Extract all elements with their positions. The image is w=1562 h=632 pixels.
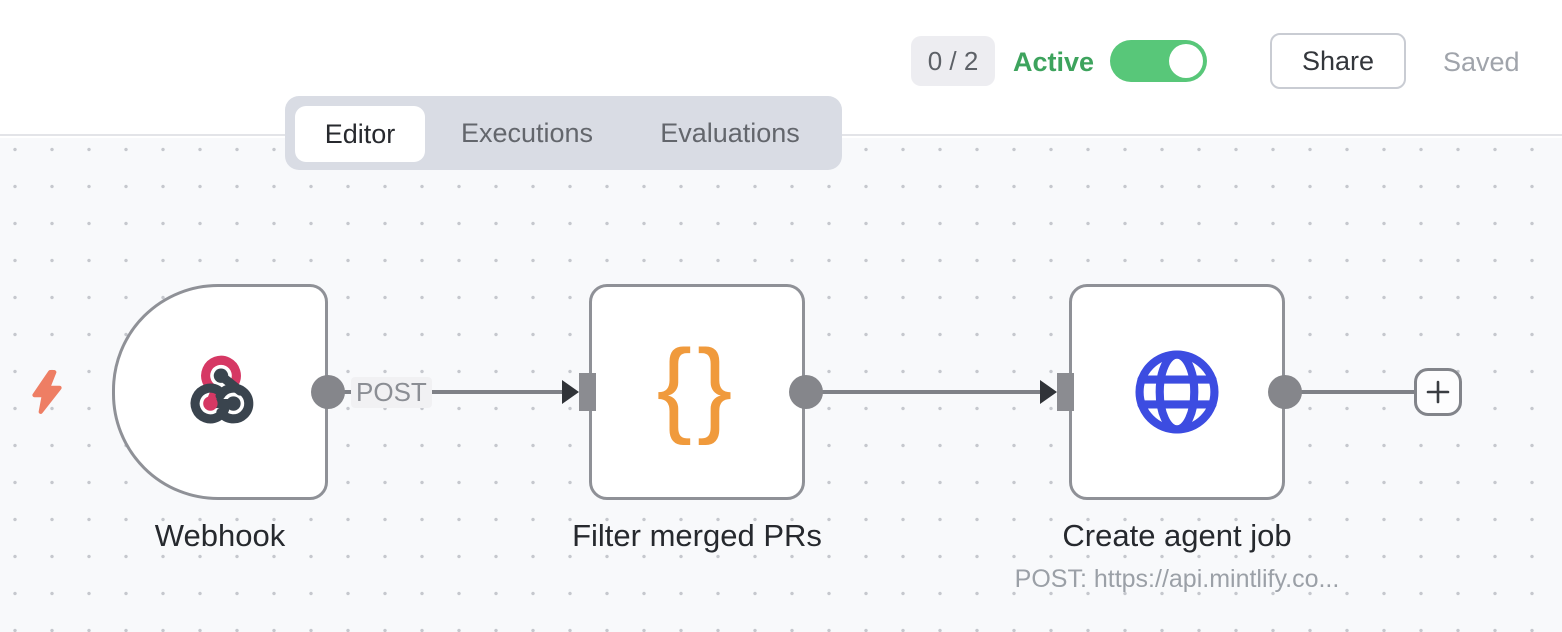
agent-input-arrow-icon bbox=[1040, 380, 1057, 404]
share-button[interactable]: Share bbox=[1270, 33, 1406, 89]
execution-counter-badge: 0 / 2 bbox=[911, 36, 995, 86]
tab-editor[interactable]: Editor bbox=[295, 106, 425, 162]
node-subtitle-agent: POST: https://api.mintlify.co... bbox=[1014, 565, 1340, 593]
active-toggle[interactable] bbox=[1110, 40, 1207, 82]
lightning-bolt-icon bbox=[32, 370, 62, 414]
filter-output-port[interactable] bbox=[789, 375, 823, 409]
connection-method-label: POST bbox=[351, 377, 432, 408]
webhook-output-port[interactable] bbox=[311, 375, 345, 409]
node-label-agent: Create agent job bbox=[1062, 518, 1292, 553]
add-node-button[interactable] bbox=[1414, 368, 1462, 416]
node-filter-merged-prs[interactable]: {} bbox=[589, 284, 805, 500]
connection-agent-to-add[interactable] bbox=[1300, 390, 1416, 394]
saved-status-text: Saved bbox=[1443, 47, 1520, 77]
plus-icon bbox=[1426, 380, 1450, 404]
filter-input-arrow-icon bbox=[562, 380, 579, 404]
node-webhook[interactable] bbox=[112, 284, 328, 500]
node-create-agent-job[interactable] bbox=[1069, 284, 1285, 500]
agent-input-port[interactable] bbox=[1057, 373, 1074, 411]
connection-filter-to-agent[interactable] bbox=[822, 390, 1042, 394]
active-status-label: Active bbox=[1013, 47, 1095, 77]
filter-input-port[interactable] bbox=[579, 373, 596, 411]
connection-webhook-to-filter[interactable] bbox=[344, 390, 566, 394]
view-tab-bar: Editor Executions Evaluations bbox=[285, 96, 842, 170]
node-label-webhook: Webhook bbox=[154, 518, 286, 553]
toggle-knob bbox=[1169, 44, 1203, 78]
agent-output-port[interactable] bbox=[1268, 375, 1302, 409]
node-label-filter: Filter merged PRs bbox=[572, 518, 822, 553]
tab-evaluations[interactable]: Evaluations bbox=[660, 117, 800, 148]
tab-executions[interactable]: Executions bbox=[460, 117, 594, 148]
execution-counter-text: 0 / 2 bbox=[927, 45, 979, 76]
webhook-icon bbox=[190, 355, 254, 424]
globe-icon bbox=[1135, 350, 1219, 434]
code-braces-icon: {} bbox=[656, 328, 738, 446]
